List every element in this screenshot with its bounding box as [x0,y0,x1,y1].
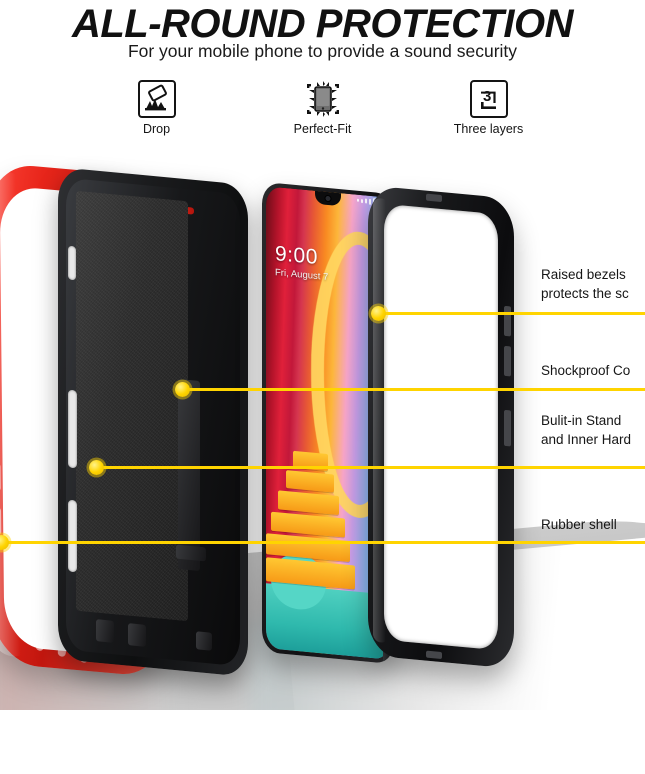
feature-label: Perfect-Fit [293,122,352,136]
three-layers-icon: 3 [469,80,508,118]
callout-text-line: Rubber shell [541,517,617,532]
case-side-slot [68,499,77,573]
shockproof-foam-liner [76,190,188,622]
case-foot [96,619,114,643]
bumper-highlight [373,197,389,644]
callout-label-raised-bezels: Raised bezels protects the sc [541,265,629,303]
callout-dot-shockproof [175,382,190,397]
stair-step [278,490,340,516]
signal-icon [361,198,363,203]
callout-label-shockproof: Shockproof Co [541,361,630,380]
stair-step [271,511,345,538]
callout-label-built-in-stand: Bulit-in Stand and Inner Hard [541,411,631,449]
svg-text:3: 3 [483,88,491,105]
callout-line-shockproof [182,388,645,391]
signal-icon [365,198,367,204]
stair-step [285,470,334,493]
feature-drop: Drop [103,80,211,137]
feature-perfect-fit: Perfect-Fit [269,80,377,137]
callout-label-rubber-shell: Rubber shell [541,515,617,534]
feature-badge-row: Drop [0,80,645,137]
case-foot [128,623,146,647]
callout-dot-rubber-shell [0,535,9,550]
stair-step [266,557,356,590]
case-side-slot [68,245,76,281]
case-side-slot [68,389,77,469]
callout-dot-built-in-stand [89,460,104,475]
bumper-button-cover [504,305,511,337]
feature-three-layers: 3 Three layers [435,80,543,137]
callout-line-built-in-stand [96,466,645,469]
signal-icon [369,198,371,205]
bumper-button-cover [504,409,511,447]
page-subtitle: For your mobile phone to provide a sound… [127,41,518,61]
bumper-clip [426,193,442,203]
callout-line-rubber-shell [0,541,645,544]
callout-text-line: Shockproof Co [541,363,631,378]
signal-icon [357,198,359,202]
bumper-clip [426,650,442,660]
callout-text-line: protects the sc [541,286,629,301]
red-shell-highlight [0,170,33,659]
bumper-button-cover [504,345,511,377]
perfect-fit-phone-icon [303,80,342,118]
lockscreen-time: 9:00 [275,242,318,270]
drop-impact-icon [137,80,176,118]
callout-dot-raised-bezels [371,306,386,321]
feature-label: Drop [142,122,171,136]
front-camera-icon [324,194,332,203]
case-foot [196,631,212,651]
callout-text-line: Raised bezels [541,267,626,282]
callout-text-line: Bulit-in Stand [541,413,622,428]
page-title: ALL-ROUND PROTECTION [71,2,574,46]
exploded-product-illustration: 9:00 Fri, August 7 [0,150,645,710]
feature-label: Three layers [453,122,524,136]
callout-text-line: and Inner Hard [541,432,632,447]
callout-line-raised-bezels [378,312,645,315]
black-bumper-frame [368,185,514,669]
bumper-cutout [384,203,498,651]
kickstand-hinge [176,544,206,562]
